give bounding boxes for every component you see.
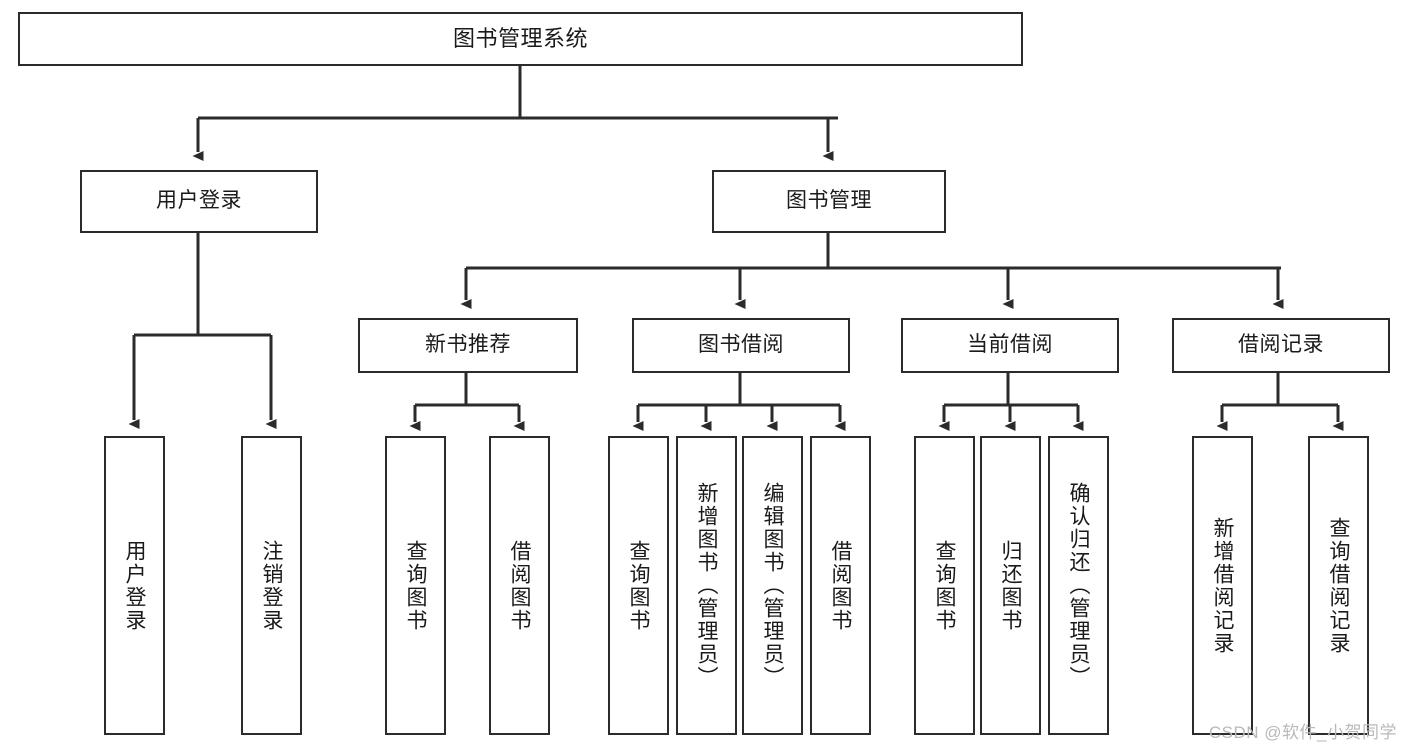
node-borrow-record-label: 借阅记录 (1238, 333, 1324, 357)
node-leaf-edit-book[interactable]: 编辑图书（管理员） (742, 436, 803, 735)
node-leaf-edit-book-label: 编辑图书（管理员） (761, 482, 784, 689)
node-user-login[interactable]: 用户登录 (80, 170, 318, 233)
node-root[interactable]: 图书管理系统 (18, 12, 1023, 66)
node-new-book-recommend-label: 新书推荐 (425, 333, 511, 357)
node-current-borrow-label: 当前借阅 (967, 333, 1053, 357)
node-leaf-user-login[interactable]: 用户登录 (104, 436, 165, 735)
node-current-borrow[interactable]: 当前借阅 (901, 318, 1119, 373)
node-leaf-query-book-3[interactable]: 查询图书 (914, 436, 975, 735)
node-leaf-query-book-2[interactable]: 查询图书 (608, 436, 669, 735)
node-leaf-add-book[interactable]: 新增图书（管理员） (676, 436, 737, 735)
node-user-login-label: 用户登录 (156, 189, 242, 213)
node-leaf-query-book-2-label: 查询图书 (627, 539, 650, 632)
node-book-manage[interactable]: 图书管理 (712, 170, 946, 233)
node-leaf-borrow-book-2-label: 借阅图书 (829, 539, 852, 632)
node-leaf-user-login-label: 用户登录 (123, 539, 146, 632)
node-leaf-add-book-label: 新增图书（管理员） (695, 482, 718, 689)
node-book-borrow[interactable]: 图书借阅 (632, 318, 850, 373)
node-leaf-return-book-label: 归还图书 (999, 539, 1022, 632)
node-leaf-borrow-book-1[interactable]: 借阅图书 (489, 436, 550, 735)
node-new-book-recommend[interactable]: 新书推荐 (358, 318, 578, 373)
node-leaf-logout[interactable]: 注销登录 (241, 436, 302, 735)
node-leaf-return-book[interactable]: 归还图书 (980, 436, 1041, 735)
node-leaf-confirm-return[interactable]: 确认归还（管理员） (1048, 436, 1109, 735)
node-leaf-query-book-1[interactable]: 查询图书 (385, 436, 446, 735)
node-leaf-logout-label: 注销登录 (260, 539, 283, 632)
node-leaf-query-record-label: 查询借阅记录 (1327, 516, 1350, 655)
node-leaf-query-record[interactable]: 查询借阅记录 (1308, 436, 1369, 735)
node-root-label: 图书管理系统 (452, 26, 588, 52)
csdn-watermark: CSDN @软件_小贺同学 (1208, 723, 1397, 742)
node-borrow-record[interactable]: 借阅记录 (1172, 318, 1390, 373)
node-book-borrow-label: 图书借阅 (698, 333, 784, 357)
node-book-manage-label: 图书管理 (786, 189, 872, 213)
node-leaf-query-book-3-label: 查询图书 (933, 539, 956, 632)
node-leaf-query-book-1-label: 查询图书 (404, 539, 427, 632)
node-leaf-add-record-label: 新增借阅记录 (1211, 516, 1234, 655)
node-leaf-add-record[interactable]: 新增借阅记录 (1192, 436, 1253, 735)
node-leaf-borrow-book-2[interactable]: 借阅图书 (810, 436, 871, 735)
node-leaf-confirm-return-label: 确认归还（管理员） (1067, 482, 1090, 689)
node-leaf-borrow-book-1-label: 借阅图书 (508, 539, 531, 632)
